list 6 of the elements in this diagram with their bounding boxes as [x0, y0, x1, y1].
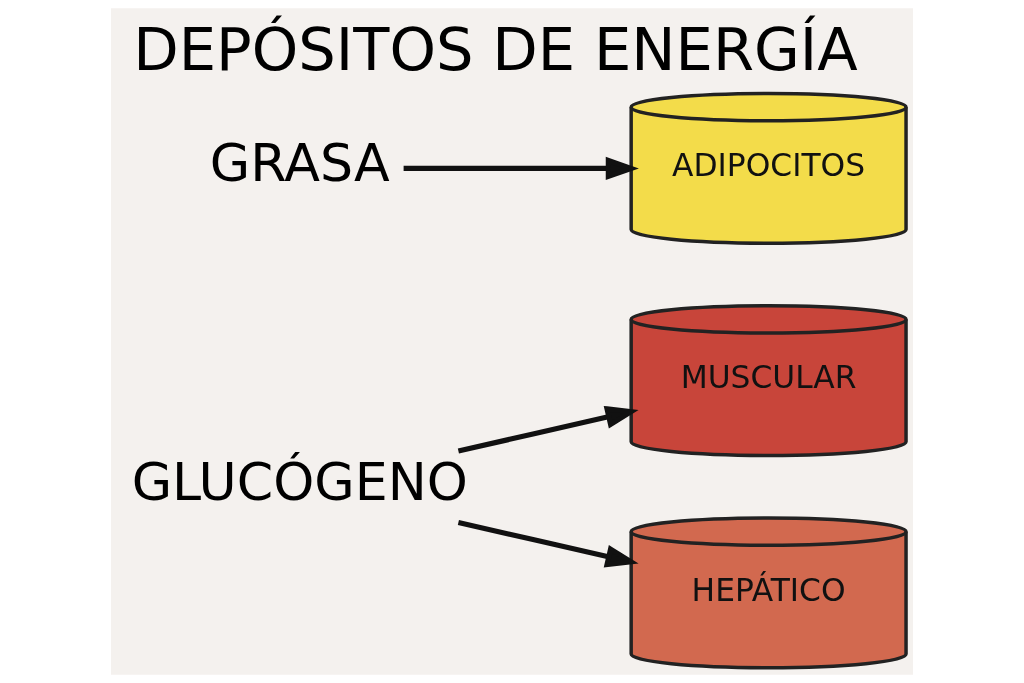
node-text: GRASA	[209, 133, 390, 194]
diagram-title: DEPÓSITOS DE ENERGÍA	[133, 14, 858, 84]
arrow	[457, 520, 639, 568]
node-text: GLUCÓGENO	[131, 451, 468, 512]
arrow	[457, 405, 639, 454]
arrow	[403, 156, 639, 180]
